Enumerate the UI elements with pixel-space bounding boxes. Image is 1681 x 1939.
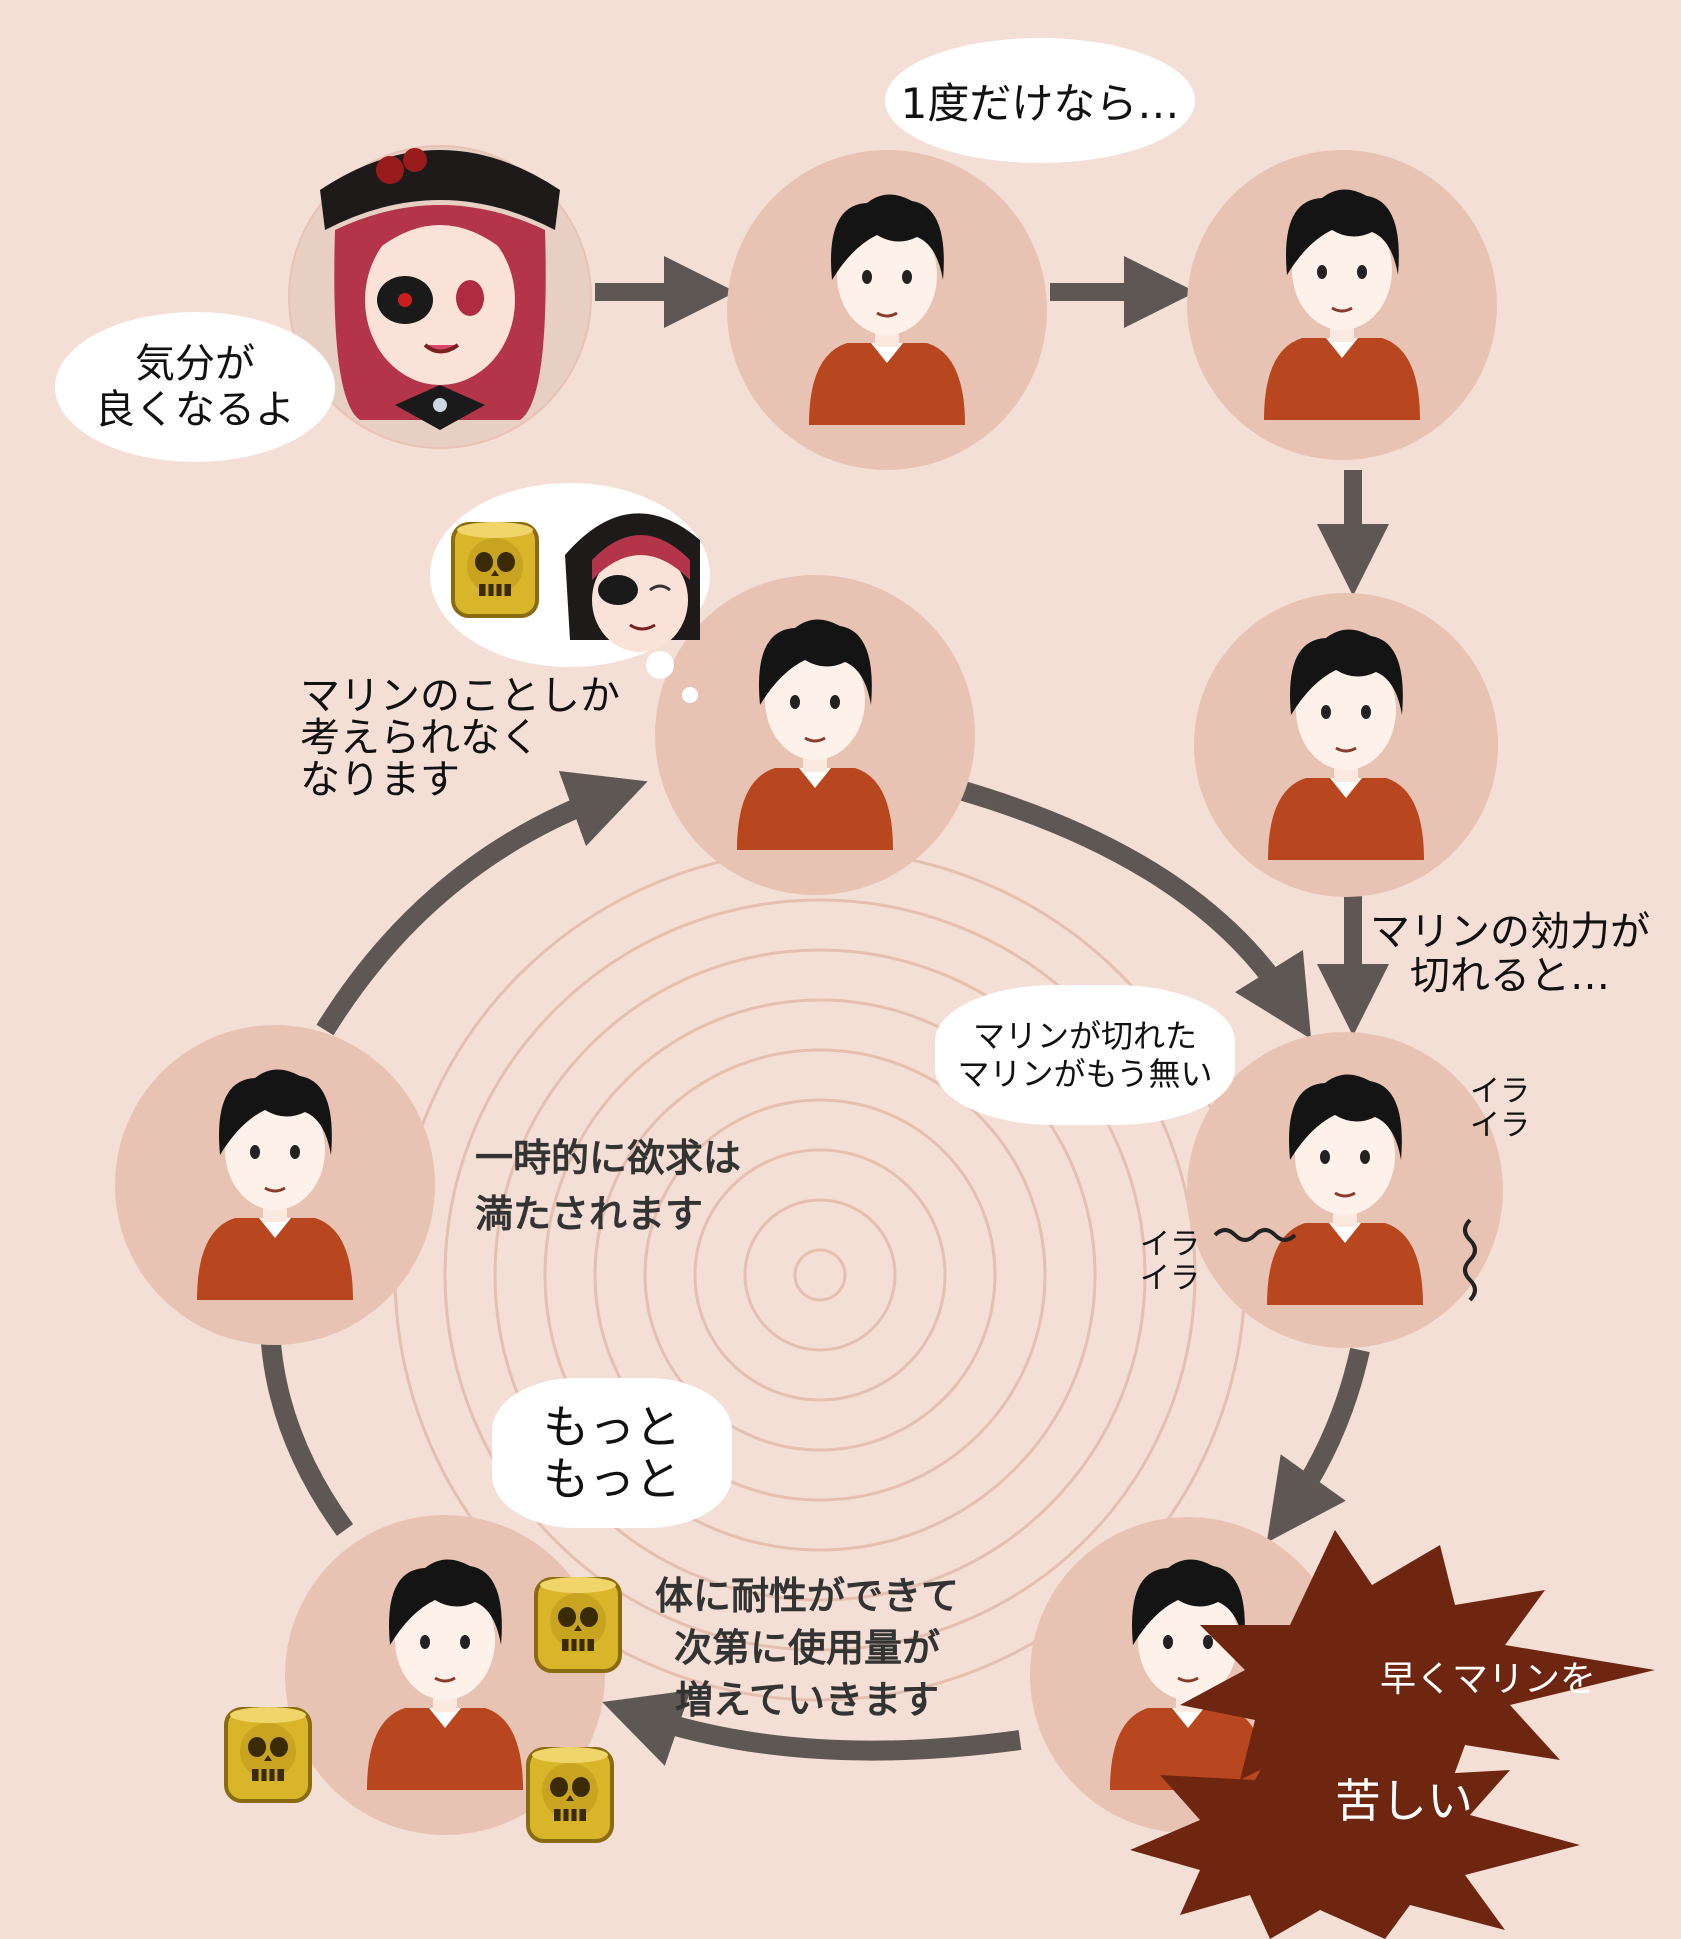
- skull-cup-icon: [451, 520, 539, 618]
- squiggle-icon: [1213, 1228, 1297, 1242]
- label-taisei: 体に耐性ができて 次第に使用量が 増えていきます: [655, 1574, 960, 1722]
- label-ira-left: イラ イラ: [1140, 1227, 1200, 1296]
- burst-text-kurushii: 苦しい: [1335, 1774, 1473, 1828]
- skull-cup-icon: [534, 1575, 622, 1673]
- speech-bubble-ichido: 1度だけなら…: [885, 38, 1195, 163]
- cycle-arrow-icon: [595, 256, 1389, 1036]
- label-ira-right: イラ イラ: [1470, 1074, 1530, 1143]
- skull-cup-icon: [526, 1745, 614, 1843]
- label-kouryoku: マリンの効力が 切れると…: [1370, 909, 1650, 999]
- burst-shape: [1130, 1700, 1580, 1939]
- speech-bubble-kireta: マリンが切れた マリンがもう無い: [935, 985, 1235, 1125]
- skull-cup-icon: [224, 1705, 312, 1803]
- label-ichijiteki: 一時的に欲求は 満たされます: [475, 1136, 742, 1236]
- cycle-arrow-icon-ring: [228, 770, 1370, 1766]
- label-marine-only: マリンのことしか 考えられなく なります: [300, 673, 620, 803]
- speech-bubble-motto: もっと もっと: [492, 1378, 732, 1528]
- squiggle-icon: [1463, 1218, 1477, 1302]
- character-portrait-icon: [290, 147, 590, 447]
- speech-bubble-kibun: 気分が 良くなるよ: [55, 312, 335, 462]
- burst-text-hayaku: 早くマリンを: [1380, 1659, 1597, 1700]
